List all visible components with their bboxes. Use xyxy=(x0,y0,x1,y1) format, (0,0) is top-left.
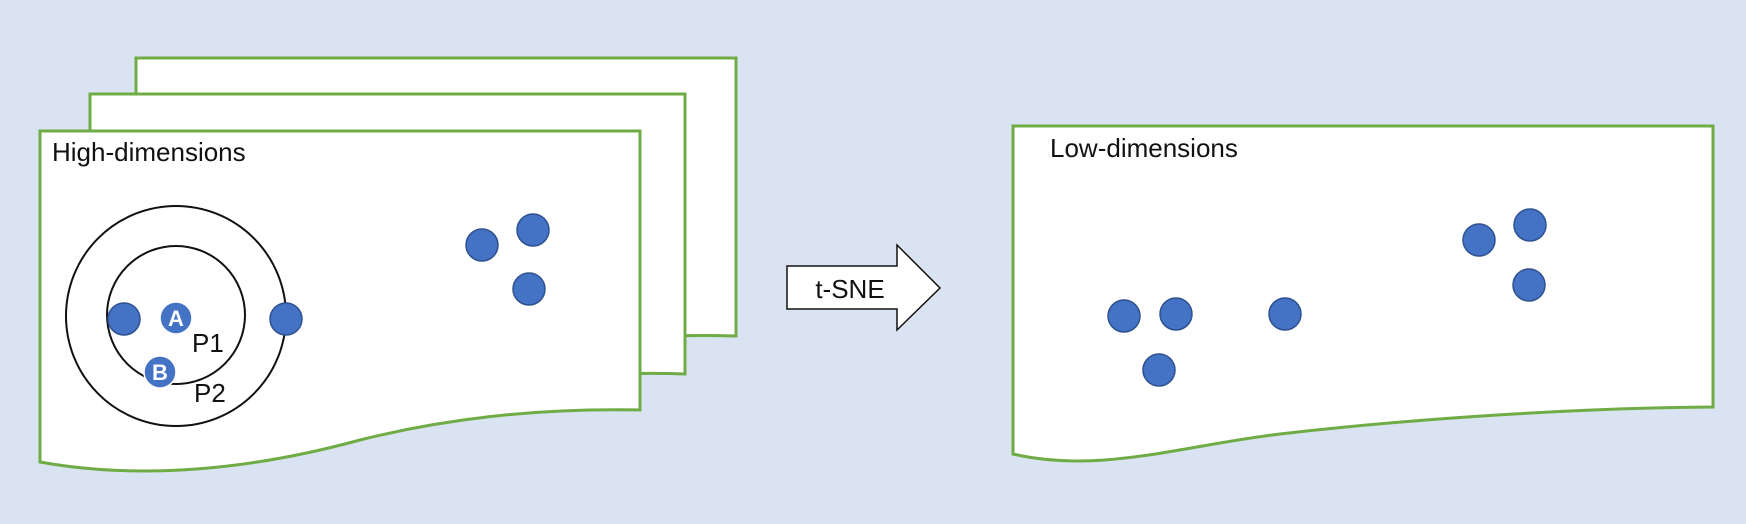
high-dimensions-panel: High-dimensions A B P1 P2 xyxy=(38,129,642,473)
data-point xyxy=(465,228,499,262)
data-point xyxy=(1107,299,1141,333)
point-b-label: B xyxy=(152,360,168,385)
tsne-arrow: t-SNE xyxy=(786,243,942,332)
data-point-b xyxy=(143,355,177,389)
data-point xyxy=(1142,353,1176,387)
data-point xyxy=(1268,297,1302,331)
inner-ring-label: P1 xyxy=(192,328,224,358)
arrow-label: t-SNE xyxy=(815,274,884,304)
data-point xyxy=(269,302,303,336)
data-point xyxy=(1159,297,1193,331)
high-dimensions-sheet xyxy=(38,129,642,473)
data-point xyxy=(516,213,550,247)
high-dimensions-title: High-dimensions xyxy=(52,137,246,167)
outer-ring-label: P2 xyxy=(194,378,226,408)
data-point xyxy=(1513,208,1547,242)
low-dimensions-panel: Low-dimensions xyxy=(1011,124,1715,463)
data-point xyxy=(1462,223,1496,257)
data-point-a xyxy=(159,301,193,335)
data-point xyxy=(1512,268,1546,302)
data-point xyxy=(107,302,141,336)
data-point xyxy=(512,272,546,306)
point-a-label: A xyxy=(168,306,184,331)
low-dimensions-sheet xyxy=(1011,124,1715,463)
arrow-shape xyxy=(786,243,942,332)
inner-ring-p1 xyxy=(106,245,246,385)
low-dimensions-title: Low-dimensions xyxy=(1050,133,1238,163)
